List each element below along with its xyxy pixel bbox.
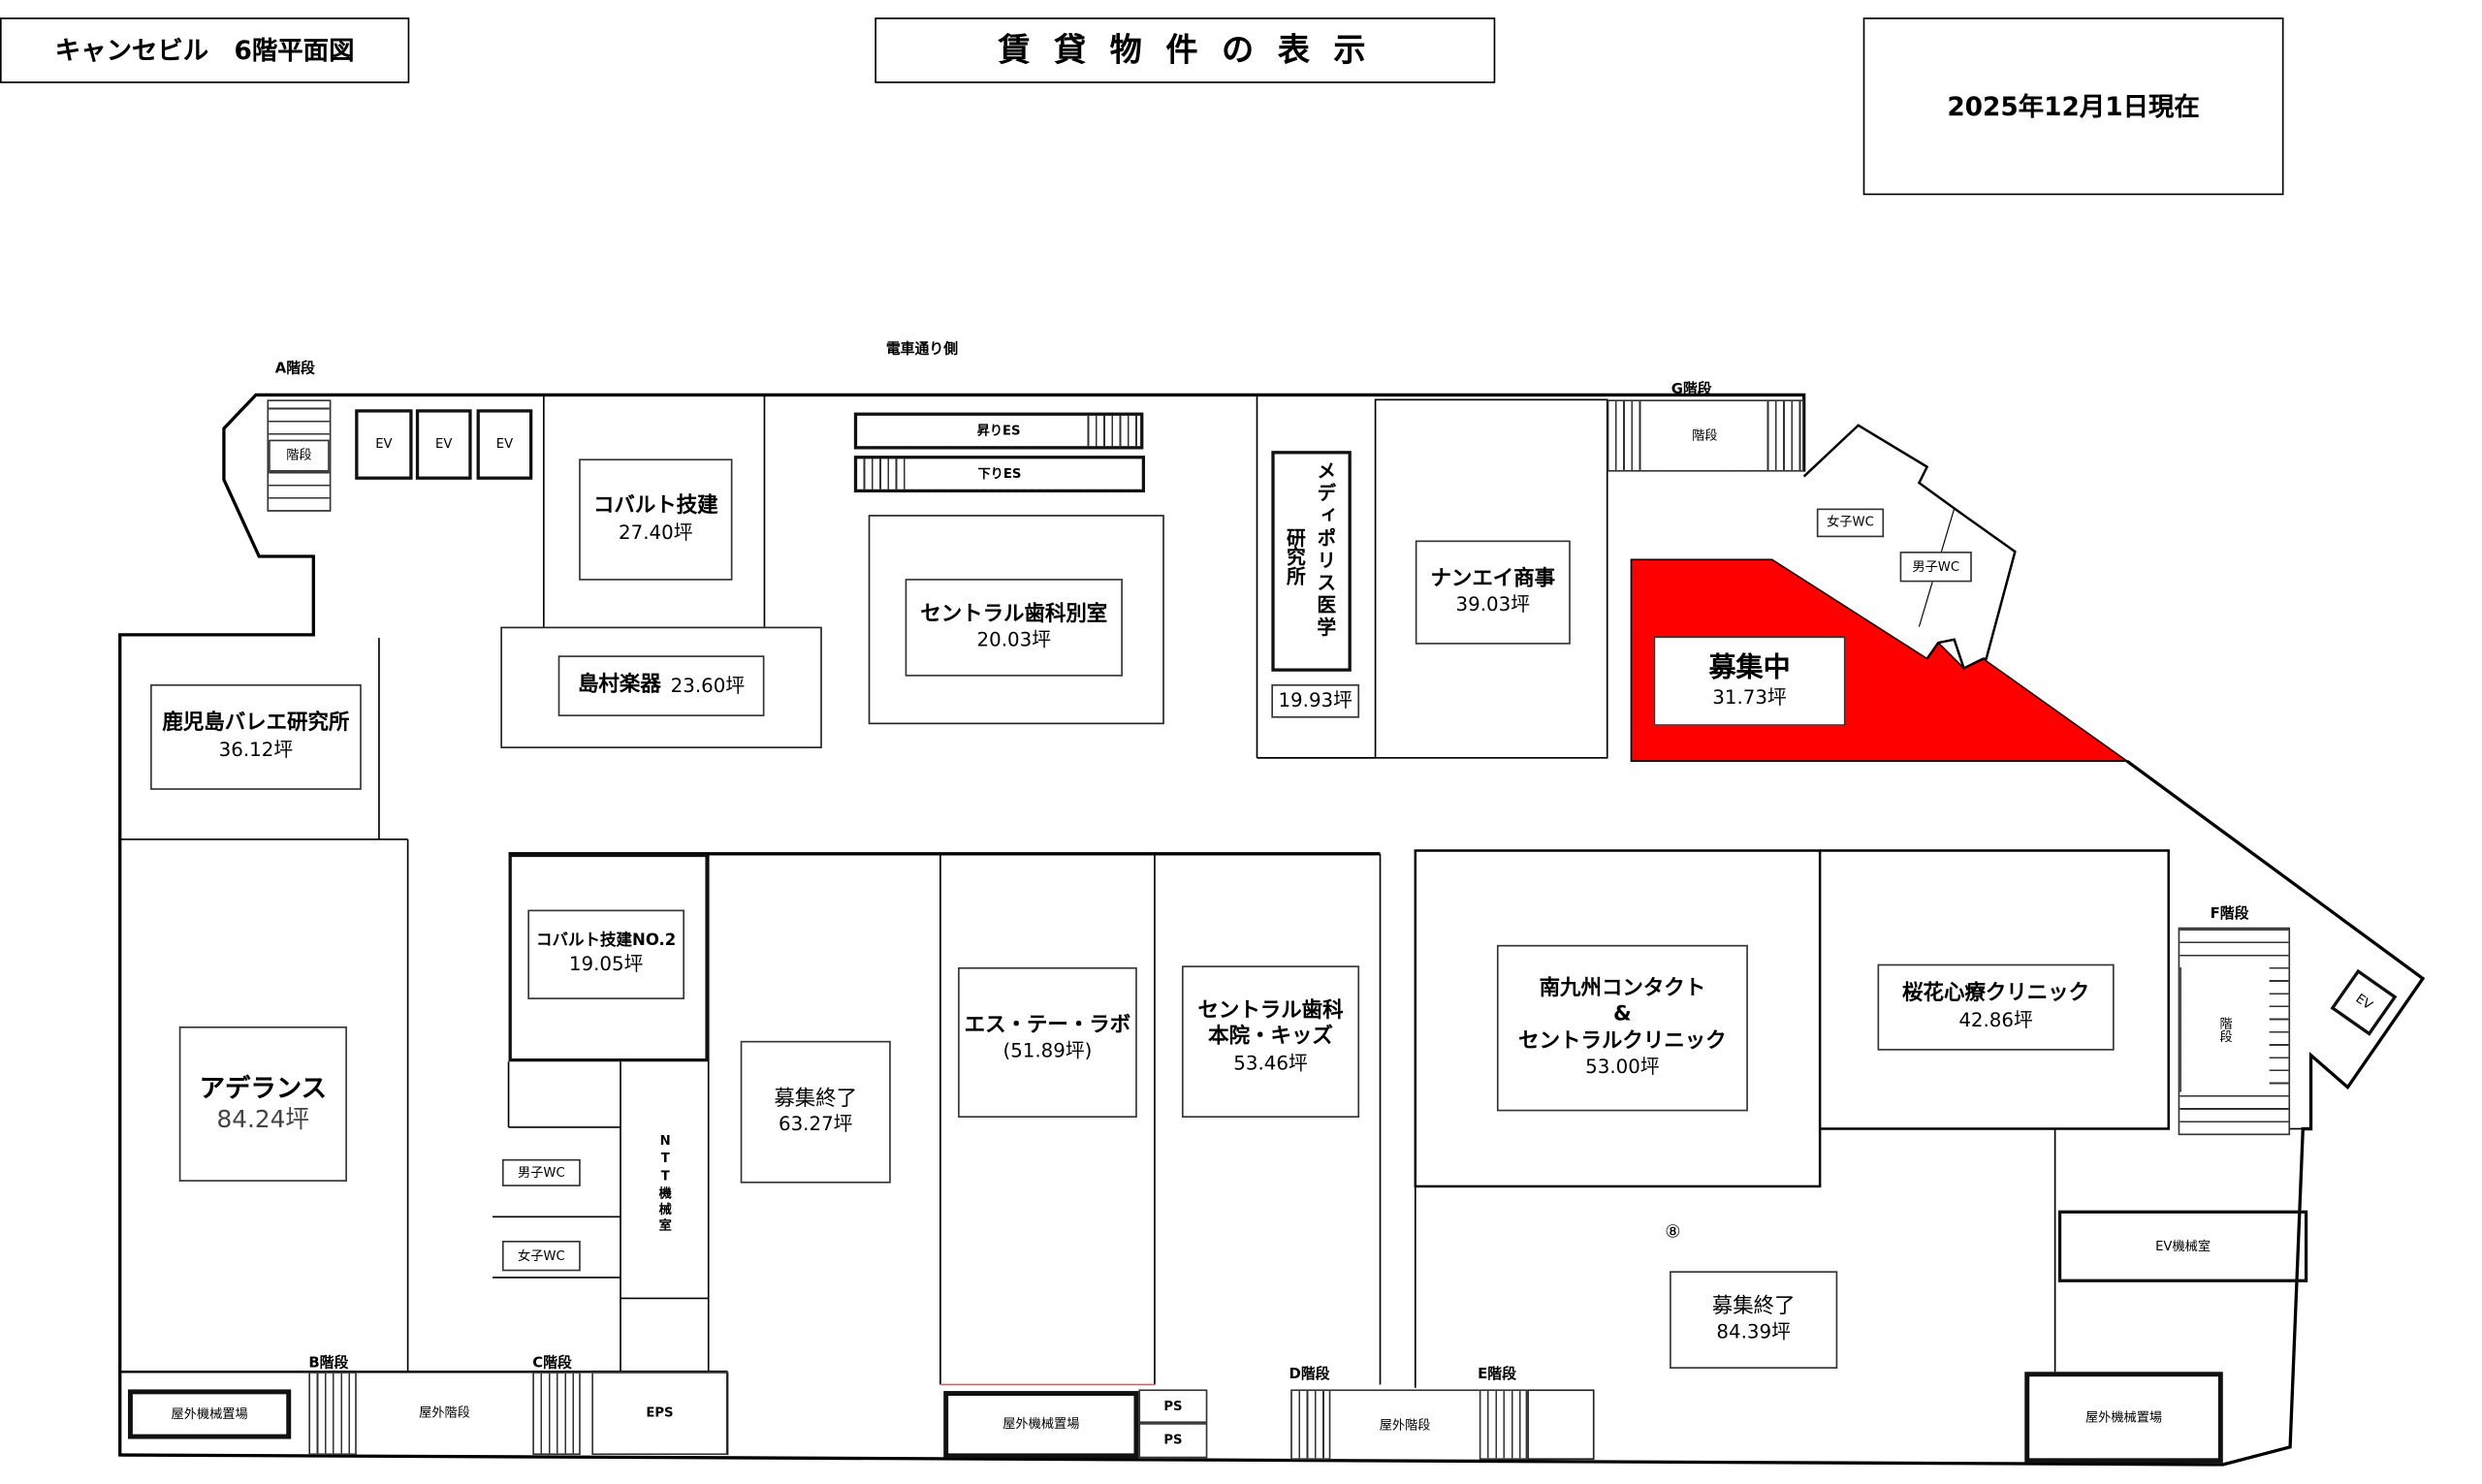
ps-room-2: PS [1138, 1423, 1208, 1459]
tenant-area: 20.03坪 [976, 628, 1052, 651]
page-title: 賃 貸 物 件 の 表 示 [875, 17, 1496, 83]
outdoor-equipment-2: 屋外機械置場 [943, 1391, 1139, 1459]
tenant-shimamura: 島村楽器 23.60坪 [557, 655, 765, 716]
tenant-name: コバルト技建NO.2 [536, 932, 677, 951]
tenant-name: エス・テー・ラボ [964, 1013, 1131, 1038]
tenant-cobalt-giken-no2: コバルト技建NO.2 19.05坪 [527, 909, 684, 999]
central-annex-outer [868, 515, 1164, 725]
tenant-area: 31.73坪 [1712, 685, 1787, 709]
tenant-area: 27.40坪 [619, 521, 693, 544]
tenant-name-line1: メディポリス医学 [1314, 460, 1337, 640]
tenant-area: 36.12坪 [218, 738, 294, 761]
mens-wc-upper: 男子WC [1899, 552, 1972, 583]
tenant-kagoshima-ballet: 鹿児島バレエ研究所 36.12坪 [150, 683, 362, 790]
elevator-1: EV [355, 409, 413, 480]
tenant-area: (51.89坪) [1002, 1039, 1093, 1062]
escalator-up: 昇りES [853, 412, 1144, 450]
street-side-label: 電車通り側 [885, 341, 959, 359]
cobalt2-outer [508, 853, 709, 1062]
stair-d-label: D階段 [1289, 1367, 1330, 1383]
tenant-ouka-clinic: 桜花心療クリニック 42.86坪 [1877, 963, 2115, 1051]
stair-d [1290, 1389, 1331, 1460]
tenant-area: 53.00坪 [1585, 1055, 1660, 1078]
mens-wc-lower: 男子WC [501, 1158, 581, 1186]
stair-b-label: B階段 [308, 1355, 349, 1373]
tenant-name: 島村楽器 [577, 673, 661, 697]
stair-a-text: 階段 [269, 439, 330, 472]
elevator-3: EV [476, 409, 533, 480]
outdoor-equipment-3: 屋外機械置場 [2024, 1372, 2223, 1464]
tenant-central-dental-main: セントラル歯科 本院・キッズ 53.46坪 [1181, 965, 1360, 1119]
womens-wc-upper: 女子WC [1816, 508, 1885, 538]
stair-c-label: C階段 [532, 1355, 572, 1373]
stair-g-text: 階段 [1646, 401, 1763, 470]
stair-e [1479, 1389, 1528, 1460]
stair-f-text: 階段 [2180, 966, 2270, 1092]
tenant-medipolis-area: 19.93坪 [1271, 683, 1360, 718]
stair-c [532, 1372, 581, 1456]
tenant-cobalt-giken: コバルト技建 27.40坪 [579, 458, 733, 581]
outdoor-equipment-1: 屋外機械置場 [127, 1389, 292, 1439]
tenant-area: 84.24坪 [216, 1105, 310, 1134]
tenant-area: 53.46坪 [1233, 1051, 1308, 1074]
tenant-name: アデランス [199, 1073, 328, 1104]
stair-b [308, 1372, 357, 1456]
tenant-area: 42.86坪 [1958, 1008, 2033, 1031]
elevator-2: EV [415, 409, 472, 480]
ps-room-1: PS [1138, 1389, 1208, 1424]
tenant-name: ナンエイ商事 [1430, 567, 1556, 592]
womens-wc-lower: 女子WC [501, 1241, 581, 1272]
tenant-status: 募集終了 [1711, 1294, 1796, 1319]
tenant-name-line2: 本院・キッズ [1208, 1025, 1333, 1050]
outdoor-stairs-de: 屋外階段 [1330, 1389, 1480, 1460]
as-of-date: 2025年12月1日現在 [1862, 17, 2284, 196]
tenant-name-line1: 南九州コンタクト [1539, 977, 1706, 1001]
outer-wall [118, 393, 2426, 1467]
tenant-nanei: ナンエイ商事 39.03坪 [1415, 540, 1571, 645]
tenant-closed-84: 募集終了 84.39坪 [1670, 1271, 1838, 1369]
tenant-area: 84.39坪 [1716, 1320, 1791, 1343]
tenant-area: 39.03坪 [1455, 593, 1531, 616]
shimamura-outer [500, 626, 822, 748]
tenant-area: 19.05坪 [568, 952, 644, 975]
tenant-vacant-recruiting[interactable]: 募集中 31.73坪 [1653, 636, 1846, 726]
stair-e-label: E階段 [1478, 1367, 1516, 1383]
stair-g-label: G階段 [1671, 382, 1712, 398]
wc-wall [1802, 424, 2017, 671]
ev-machine-room: EV機械室 [2057, 1210, 2308, 1282]
vacancy-status: 募集中 [1708, 651, 1791, 684]
stair-f-label: F階段 [2210, 906, 2249, 923]
tenant-name: 桜花心療クリニック [1902, 982, 2090, 1007]
ntt-machine-room: NTT機械室 [657, 1132, 673, 1234]
tenant-area: 23.60坪 [670, 674, 746, 697]
tenant-aderans: アデランス 84.24坪 [178, 1026, 347, 1182]
escalator-down: 下りES [853, 456, 1146, 493]
tenant-name: コバルト技建 [592, 494, 718, 520]
tenant-name-line1: セントラル歯科 [1197, 998, 1344, 1024]
tenant-area: 63.27坪 [778, 1113, 853, 1136]
tenant-minami-kyushu-contact: 南九州コンタクト & セントラルクリニック 53.00坪 [1496, 944, 1748, 1112]
outdoor-stairs-bc: 屋外階段 [419, 1405, 470, 1420]
tenant-name-line2: 研究所 [1284, 527, 1307, 585]
building-title: キャンセビル 6階平面図 [0, 17, 410, 83]
stair-e-landing [1527, 1389, 1595, 1460]
tenant-central-dental-annex: セントラル歯科別室 20.03坪 [905, 579, 1123, 677]
tenant-name-line3: セントラルクリニック [1518, 1028, 1727, 1054]
unit-number: ⑧ [1665, 1221, 1681, 1243]
tenant-st-lab: エス・テー・ラボ (51.89坪) [958, 966, 1137, 1119]
tenant-name: 鹿児島バレエ研究所 [162, 711, 350, 737]
tenant-medipolis: メディポリス医学 研究所 [1271, 451, 1352, 672]
tenant-closed-63: 募集終了 63.27坪 [740, 1040, 891, 1184]
eps-room: EPS [591, 1372, 728, 1456]
tenant-name: セントラル歯科別室 [920, 602, 1108, 627]
tenant-name-line2: & [1613, 1002, 1632, 1027]
tenant-status: 募集終了 [774, 1087, 858, 1112]
stair-a-label: A階段 [274, 361, 315, 378]
